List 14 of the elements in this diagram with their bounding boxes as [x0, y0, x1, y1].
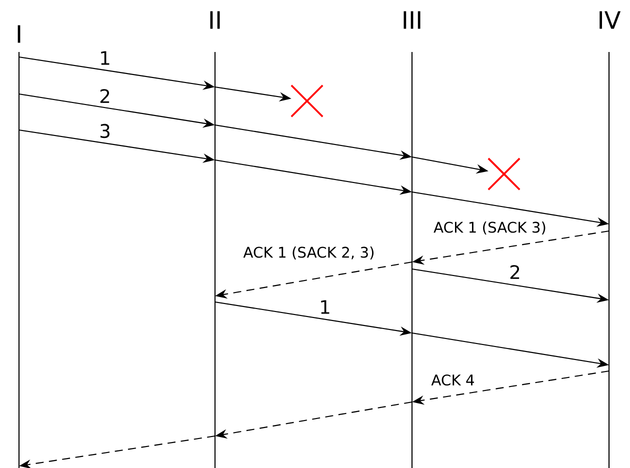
cross-mark — [290, 84, 324, 118]
lifeline-heading: IV — [600, 11, 621, 29]
lifeline-heading: III — [404, 11, 420, 29]
edge-label: ACK 1 (SACK 3) — [432, 220, 548, 236]
lifeline-heading: I — [18, 25, 20, 43]
edge-label: 1 — [98, 50, 112, 66]
edge-label: ACK 1 (SACK 2, 3) — [242, 245, 376, 261]
edge-label: 3 — [98, 122, 112, 140]
edge-label: 1 — [318, 298, 332, 316]
edge-label: ACK 4 — [430, 373, 476, 387]
edge-label: 2 — [508, 264, 522, 280]
cross-mark — [487, 157, 521, 191]
lifeline-heading: II — [210, 11, 220, 29]
edge-label: 2 — [98, 88, 112, 104]
